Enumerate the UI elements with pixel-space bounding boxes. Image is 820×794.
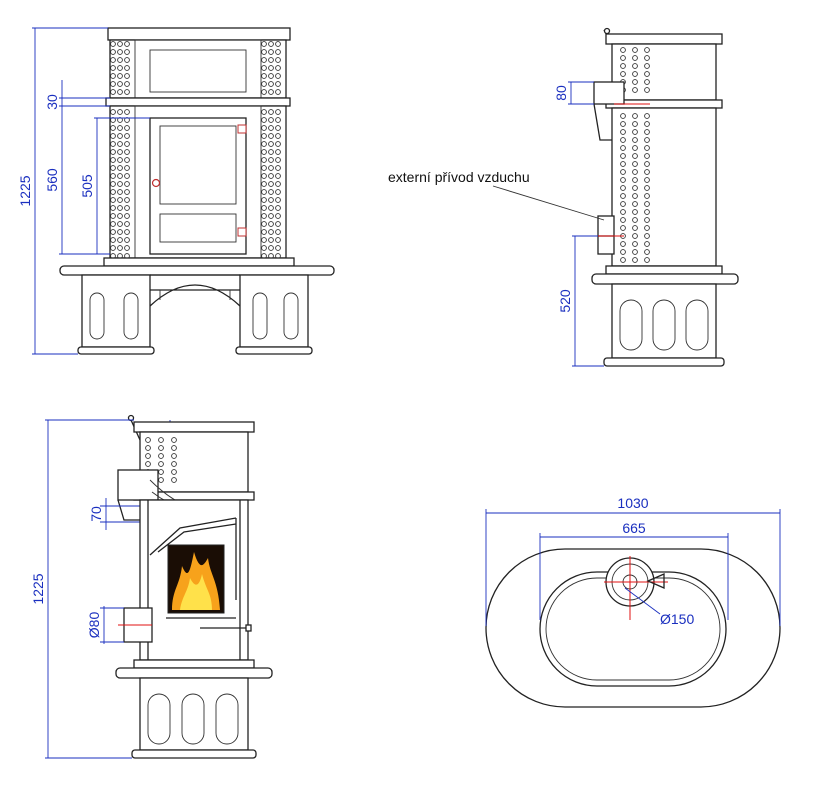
tile-dots-low-right (261, 109, 281, 259)
front-view: 1225 30 560 505 (17, 27, 335, 355)
door-knob-icon (151, 178, 161, 188)
dim-side-air: 520 (557, 289, 573, 313)
dim-section-flue: 70 (88, 506, 104, 522)
tile-dots-top-left (110, 41, 130, 95)
door-hinge-icon (237, 227, 247, 237)
dim-plan-inner: 665 (622, 520, 646, 536)
door-hinge-icon (237, 124, 247, 134)
dim-plan-outer: 1030 (617, 495, 648, 511)
dim-front-gap: 30 (44, 94, 60, 110)
tile-dots-side-low (620, 113, 650, 263)
side-view: 80 externí přívod vzduchu 520 (388, 27, 739, 367)
dim-section-total: 1225 (30, 573, 46, 604)
dim-plan-flue: Ø150 (660, 611, 694, 627)
dim-front-total: 1225 (17, 175, 33, 206)
section-view: 70 Ø80 1225 (30, 414, 273, 759)
dim-section-pipe: Ø80 (86, 612, 102, 639)
plan-view: Ø150 1030 665 (485, 495, 781, 708)
air-inlet-label: externí přívod vzduchu (388, 169, 530, 185)
dim-front-tile: 560 (44, 168, 60, 192)
dim-side-flue: 80 (553, 85, 569, 101)
dim-front-door: 505 (79, 174, 95, 198)
tile-dots-top-right (261, 41, 281, 95)
